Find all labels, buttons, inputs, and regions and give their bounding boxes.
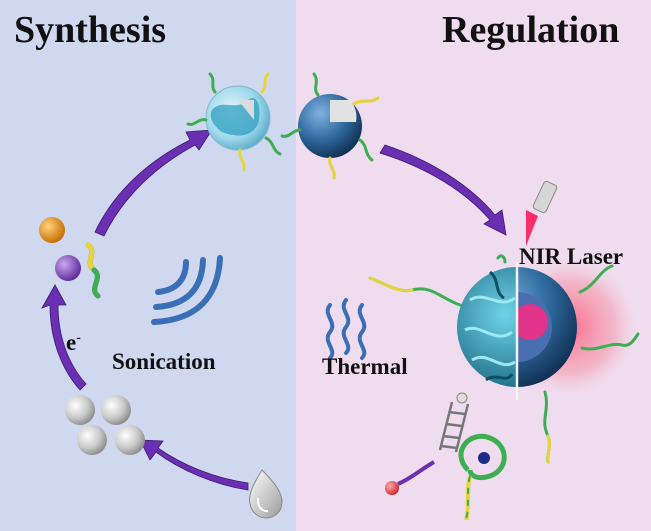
regulation-title: Regulation	[442, 9, 620, 51]
sonication-label: Sonication	[112, 349, 216, 374]
electron-label: e-	[66, 330, 81, 356]
arrow-to-nir	[379, 144, 507, 236]
cycle-arrows	[41, 129, 507, 491]
orange-ion	[39, 217, 65, 243]
sonication-waves-icon	[151, 255, 223, 325]
laser-pen-icon	[526, 180, 558, 246]
electron-charge: -	[76, 330, 81, 346]
hybrid-nanosphere-top	[186, 72, 282, 172]
thermal-label: Thermal	[322, 354, 408, 379]
blue-molecule	[478, 452, 490, 464]
dna-ladder	[438, 401, 470, 453]
precursor-particles	[65, 395, 145, 455]
regulated-nanosphere	[368, 254, 640, 464]
synthesis-title: Synthesis	[14, 9, 167, 51]
arrow-to-hybrid-sphere	[94, 129, 213, 237]
red-molecule	[385, 481, 399, 495]
released-cargo	[385, 392, 507, 521]
electron-symbol: e	[66, 330, 77, 355]
arrow-balls-to-ion	[41, 284, 87, 391]
thermal-waves-icon	[325, 298, 367, 360]
purple-ion	[55, 255, 81, 281]
droplet-icon	[249, 469, 283, 519]
aptamer-loop	[458, 433, 507, 481]
nir-laser-label: NIR Laser	[519, 244, 624, 269]
ligand-chain-left	[85, 242, 101, 299]
loaded-nanosphere	[280, 72, 380, 180]
